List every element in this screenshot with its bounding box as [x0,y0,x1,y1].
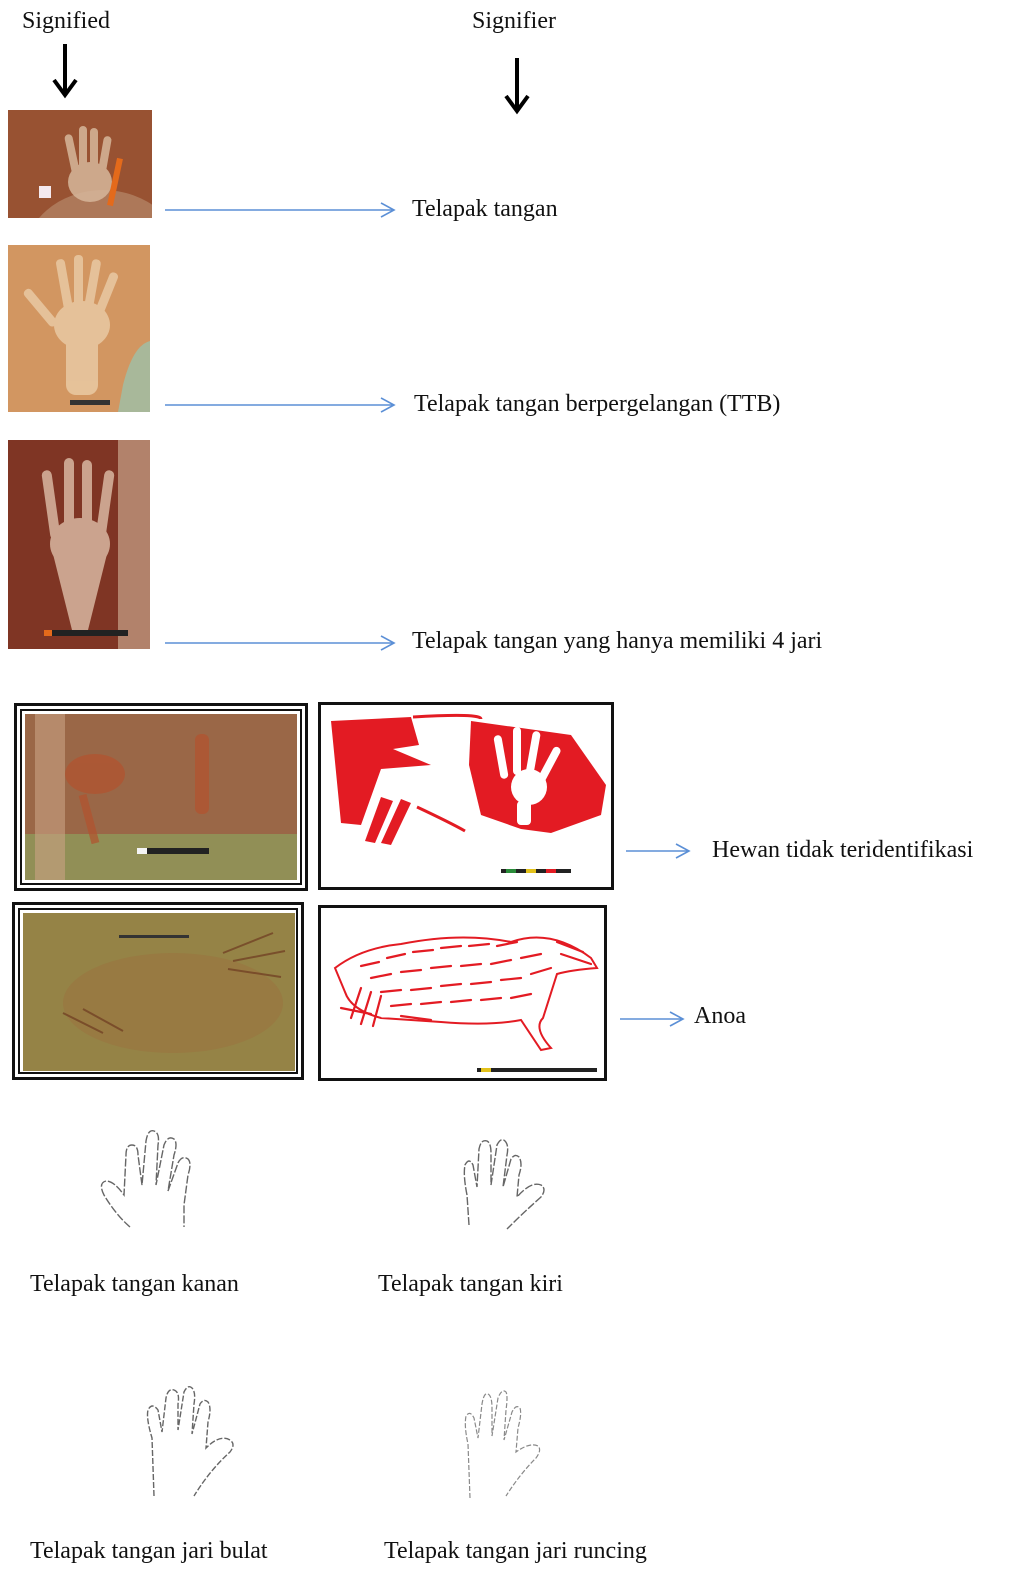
row-3-arrow-icon [165,633,397,653]
row-1-arrow-icon [165,200,397,220]
row-2-arrow-icon [165,395,397,415]
rounded-finger-hand-outline-icon [130,1378,245,1508]
animal-trace-2 [318,905,607,1081]
animal-photo-1 [14,703,308,891]
signifier-header: Signifier [472,8,556,35]
row-1-label: Telapak tangan [412,196,558,223]
pointed-finger-hand-label: Telapak tangan jari runcing [384,1538,647,1565]
signified-down-arrow-icon [50,42,80,100]
hand-stencil-photo-2 [8,245,150,412]
signifier-down-arrow-icon [502,56,532,116]
hand-stencil-photo-1 [8,110,152,218]
animal-2-arrow-icon [620,1009,686,1029]
animal-1-label: Hewan tidak teridentifikasi [712,837,973,864]
animal-2-label: Anoa [694,1003,746,1030]
right-hand-outline-icon [90,1115,210,1245]
row-2-label: Telapak tangan berpergelangan (TTB) [414,391,780,418]
animal-1-arrow-icon [626,841,692,861]
left-hand-outline-icon [447,1125,557,1240]
left-hand-label: Telapak tangan kiri [378,1271,563,1298]
signified-header: Signified [22,8,110,35]
animal-photo-2 [12,902,304,1080]
pointed-finger-hand-outline-icon [452,1382,557,1507]
rounded-finger-hand-label: Telapak tangan jari bulat [30,1538,268,1565]
hand-stencil-photo-3 [8,440,150,649]
animal-trace-1 [318,702,614,890]
row-3-label: Telapak tangan yang hanya memiliki 4 jar… [412,628,822,655]
right-hand-label: Telapak tangan kanan [30,1271,239,1298]
